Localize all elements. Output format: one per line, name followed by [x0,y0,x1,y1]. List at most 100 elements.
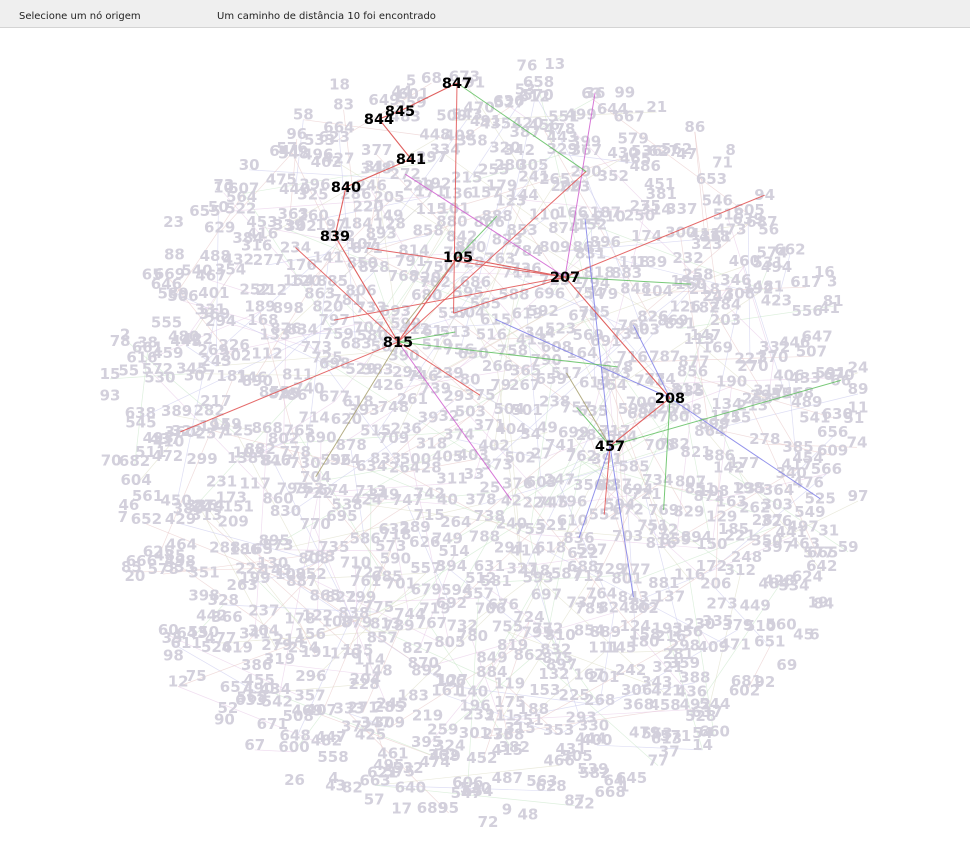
node-label[interactable]: 637 [691,703,722,721]
node-label[interactable]: 17 [391,800,412,818]
node-label[interactable]: 562 [661,140,692,158]
node-label[interactable]: 446 [779,334,810,352]
node-label[interactable]: 547 [451,784,482,802]
node-label[interactable]: 872 [693,487,724,505]
node-label[interactable]: 767 [416,614,447,632]
node-label[interactable]: 719 [419,600,450,618]
node-label[interactable]: 694 [622,480,653,498]
node-label[interactable]: 695 [326,507,357,525]
node-label[interactable]: 392 [742,280,773,298]
node-label[interactable]: 582 [579,764,610,782]
node-label[interactable]: 812 [671,380,702,398]
node-label[interactable]: 318 [416,434,447,452]
node-label[interactable]: 332 [759,338,790,356]
node-label[interactable]: 341 [239,625,270,643]
node-label[interactable]: 859 [660,531,691,549]
node-label[interactable]: 809 [539,238,570,256]
node-label[interactable]: 541 [799,409,830,427]
node-label[interactable]: 535 [164,558,195,576]
node-label[interactable]: 110 [529,205,560,223]
node-label[interactable]: 234 [280,239,311,257]
node-label[interactable]: 462 [311,153,342,171]
node-label[interactable]: 147 [690,326,721,344]
node-label[interactable]: 571 [660,727,691,745]
node-label[interactable]: 378 [465,490,496,508]
node-label[interactable]: 469 [292,702,323,720]
node-label[interactable]: 440 [279,180,310,198]
node-label[interactable]: 49 [537,418,558,436]
node-label[interactable]: 518 [713,206,744,224]
node-label[interactable]: 745 [537,494,568,512]
node-label[interactable]: 32 [439,407,460,425]
node-label[interactable]: 664 [323,119,354,137]
node-label[interactable]: 686 [460,273,491,291]
node-label[interactable]: 262 [739,498,770,516]
node-label[interactable]: 209 [218,513,249,531]
node-label[interactable]: 211 [485,706,516,724]
node-label[interactable]: 804 [454,304,485,322]
node-label[interactable]: 439 [430,747,461,765]
node-label[interactable]: 63 [581,85,602,103]
node-label[interactable]: 283 [576,426,607,444]
node-label[interactable]: 515 [360,421,391,439]
node-label[interactable]: 819 [497,636,528,654]
node-label[interactable]: 498 [164,552,195,570]
node-label[interactable]: 323 [691,235,722,253]
node-label[interactable]: 737 [566,594,597,612]
node-label[interactable]: 72 [478,813,499,831]
node-label[interactable]: 587 [551,565,582,583]
node-label[interactable]: 768 [388,267,419,285]
node-label[interactable]: 703 [612,527,643,545]
node-label[interactable]: 480 [168,328,199,346]
node-label[interactable]: 12 [168,672,189,690]
node-label[interactable]: 714 [298,408,329,426]
node-label[interactable]: 179 [486,176,517,194]
node-label[interactable]: 684 [627,405,658,423]
node-label[interactable]: 295 [750,386,781,404]
node-label[interactable]: 285 [374,698,405,716]
node-label[interactable]: 538 [331,495,362,513]
node-label[interactable]: 668 [594,783,625,801]
node-label[interactable]: 468 [783,384,814,402]
node-label[interactable]: 408 [444,126,475,144]
node-label[interactable]: 274 [193,497,224,515]
node-label[interactable]: 60 [158,621,179,639]
node-label[interactable]: 685 [371,567,402,585]
node-label[interactable]: 362 [428,746,459,764]
node-label[interactable]: 496 [302,145,333,163]
node-label[interactable]: 450 [161,492,192,510]
node-label[interactable]: 278 [749,430,780,448]
node-label[interactable]: 87 [564,792,585,810]
node-label[interactable]: 133 [259,325,290,343]
node-label[interactable]: 570 [522,86,553,104]
node-label[interactable]: 169 [702,339,733,357]
node-label[interactable]: 338 [493,726,524,744]
node-label[interactable]: 176 [285,256,316,274]
node-label[interactable]: 874 [548,219,579,237]
node-label[interactable]: 876 [270,319,301,337]
node-label[interactable]: 636 [493,92,524,110]
node-label[interactable]: 432 [223,250,254,268]
node-label[interactable]: 280 [494,156,525,174]
node-label[interactable]: 572 [142,360,173,378]
node-label[interactable]: 458 [649,696,680,714]
node-label[interactable]: 660 [699,722,730,740]
node-label[interactable]: 807 [675,473,706,491]
node-label[interactable]: 239 [432,364,463,382]
node-label[interactable]: 316 [241,236,272,254]
node-label[interactable]: 75 [186,667,207,685]
node-label[interactable]: 444 [575,729,606,747]
node-label[interactable]: 560 [765,615,796,633]
node-label[interactable]: 145 [605,638,636,656]
node-label[interactable]: 555 [151,313,182,331]
node-label[interactable]: 86 [684,118,705,136]
node-label[interactable]: 688 [567,557,598,575]
node-label[interactable]: 705 [579,303,610,321]
node-label[interactable]: 626 [409,533,440,551]
node-label[interactable]: 540 [181,261,212,279]
node-label[interactable]: 431 [555,740,586,758]
node-label[interactable]: 697 [531,586,562,604]
node-label[interactable]: 653 [696,170,727,188]
node-label[interactable]: 481 [753,278,784,296]
node-label[interactable]: 647 [801,327,832,345]
